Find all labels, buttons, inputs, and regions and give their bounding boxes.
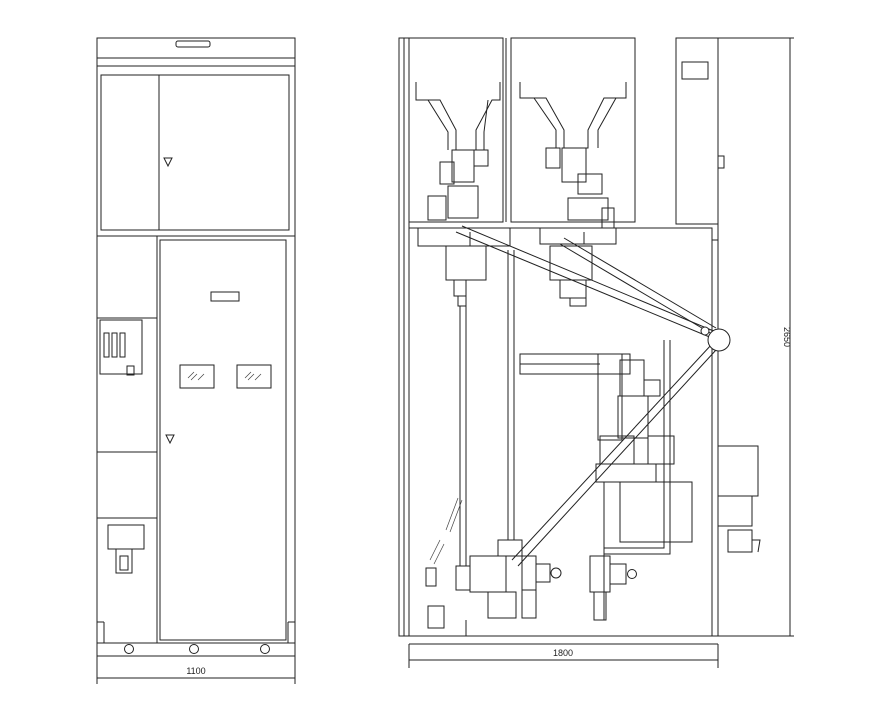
vacuum-circuit-breaker: [519, 353, 693, 620]
nameplate: [210, 291, 240, 302]
top-compartment-right: [510, 37, 636, 223]
top-compartment-left: [408, 37, 504, 223]
wheel-right: [260, 644, 270, 654]
lower-door-handle-icon: [165, 434, 175, 445]
upper-door-handle-icon: [163, 157, 173, 168]
inspection-window-left: [179, 364, 215, 389]
front-view: 1100: [96, 37, 296, 684]
wheel-middle: [189, 644, 199, 654]
operating-linkage: [455, 225, 731, 567]
earthing-switch: [425, 497, 471, 636]
front-width-label: 1100: [186, 666, 205, 676]
current-transformer: [469, 539, 637, 621]
inspection-window-right: [236, 364, 272, 389]
front-cabinet-outline: [96, 37, 296, 644]
side-height-dimension: 2650: [782, 37, 794, 637]
low-voltage-box: [675, 37, 719, 225]
operation-mechanism-box: [107, 524, 145, 550]
front-width-dimension: 1100: [96, 666, 296, 682]
busbar-bar-left: [417, 227, 511, 247]
lv-window: [681, 61, 709, 80]
relay-knob: [126, 365, 135, 376]
side-view: 1800 2650: [398, 37, 794, 668]
side-depth-label: 1800: [553, 648, 573, 658]
lower-compartment-door: [159, 239, 287, 641]
side-depth-dimension: 1800: [408, 644, 719, 668]
pivot-joint: [707, 328, 731, 352]
side-height-label: 2650: [782, 327, 792, 347]
busbar-bar-right: [539, 227, 617, 245]
busbar-insulator-right: [519, 82, 627, 233]
rear-cable-box: [717, 445, 761, 553]
relay-panel: [99, 319, 143, 375]
busbar-insulator-left: [415, 82, 501, 221]
wheel-left: [124, 644, 134, 654]
top-vent-slot: [175, 40, 211, 48]
upper-compartment-door: [100, 74, 290, 231]
